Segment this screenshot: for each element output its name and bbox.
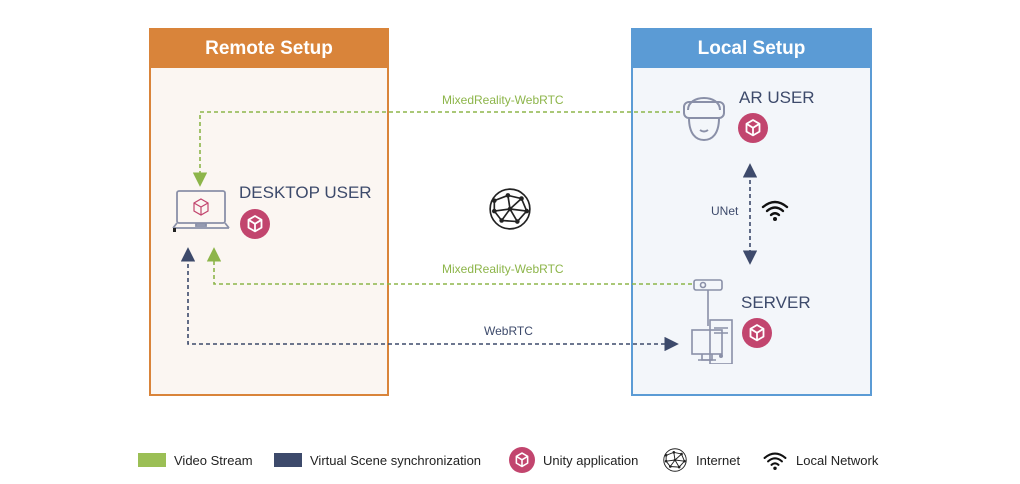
legend-video-stream: Video Stream bbox=[138, 448, 253, 472]
legend-local-network: Local Network bbox=[762, 448, 878, 472]
vr-headset-icon bbox=[683, 97, 725, 142]
mr-webrtc-top-label: MixedReality-WebRTC bbox=[442, 93, 564, 107]
legend-swatch-video bbox=[138, 453, 166, 467]
legend-unity-app-label: Unity application bbox=[543, 452, 639, 468]
unet-label: UNet bbox=[711, 204, 739, 218]
ar-user-label: AR USER bbox=[739, 88, 815, 107]
webrtc-label: WebRTC bbox=[484, 324, 533, 338]
globe-network-icon bbox=[487, 186, 533, 232]
mr-webrtc-bottom-label: MixedReality-WebRTC bbox=[442, 262, 564, 276]
server-computer-icon bbox=[691, 279, 733, 364]
unity-icon bbox=[509, 447, 535, 473]
webrtc-line bbox=[180, 247, 679, 352]
wifi-icon bbox=[760, 198, 790, 222]
server-label: SERVER bbox=[741, 293, 811, 312]
legend-internet-label: Internet bbox=[696, 452, 741, 468]
unity-icon bbox=[738, 113, 768, 143]
globe-network-icon bbox=[662, 447, 688, 473]
legend-swatch-sync bbox=[274, 453, 302, 467]
legend-internet: Internet bbox=[662, 448, 740, 472]
mr-webrtc-top-line bbox=[192, 111, 680, 187]
desktop-user-label: DESKTOP USER bbox=[239, 183, 372, 202]
wifi-icon bbox=[762, 450, 788, 471]
legend-local-network-label: Local Network bbox=[796, 452, 879, 468]
unity-icon bbox=[742, 318, 772, 348]
legend-scene-sync: Virtual Scene synchronization bbox=[274, 448, 481, 472]
legend-video-stream-label: Video Stream bbox=[174, 452, 253, 468]
local-setup-title: Local Setup bbox=[633, 30, 870, 68]
unity-icon bbox=[240, 209, 270, 239]
remote-setup-title: Remote Setup bbox=[151, 30, 387, 68]
legend-scene-sync-label: Virtual Scene synchronization bbox=[310, 452, 482, 468]
legend-unity-app: Unity application bbox=[509, 448, 638, 472]
laptop-icon bbox=[172, 190, 230, 232]
